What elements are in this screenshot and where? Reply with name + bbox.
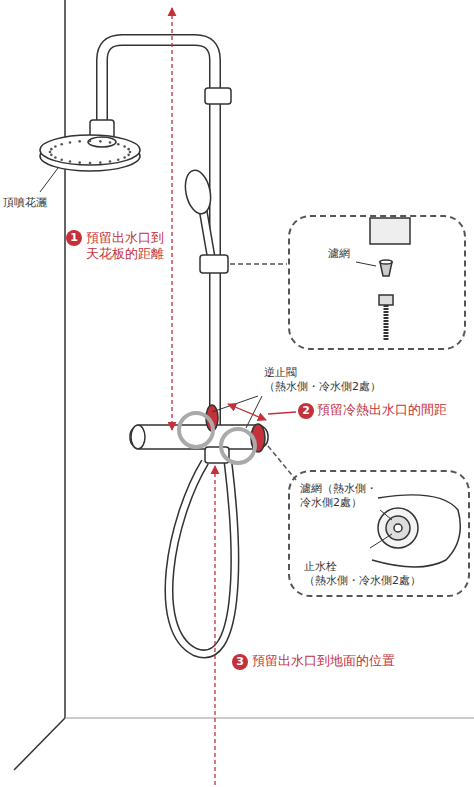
inset-callout: 濾網 bbox=[288, 215, 466, 350]
filter-inset-art bbox=[370, 218, 410, 340]
spray-hole bbox=[78, 161, 81, 164]
callout-number: 1 bbox=[66, 230, 82, 246]
spray-hole bbox=[99, 140, 102, 143]
spray-hole bbox=[109, 141, 112, 144]
spray-hole bbox=[60, 143, 63, 146]
part-name: 濾網 bbox=[328, 247, 350, 261]
callout-number-line: 1 bbox=[66, 230, 82, 246]
callout-number: 2 bbox=[298, 403, 314, 419]
dimension-note-line: 預留出水口到 bbox=[86, 230, 164, 246]
leader-line bbox=[212, 396, 258, 412]
spray-hole bbox=[129, 151, 132, 154]
dimension-note-line: 預留出水口到地面的位置 bbox=[252, 653, 395, 669]
part-name-line: 冷水側2處） bbox=[300, 496, 377, 510]
dimension-note-line: 天花板的距離 bbox=[86, 246, 164, 262]
part-name-line: 頂噴花灑 bbox=[3, 196, 47, 210]
spray-hole bbox=[60, 158, 63, 161]
spray-holes bbox=[49, 140, 132, 165]
dimension-note-line: 預留冷熱出水口的間距 bbox=[317, 402, 447, 418]
valve-inset-art bbox=[372, 495, 460, 567]
spray-hole bbox=[69, 141, 72, 144]
part-name-line: （熱水側・冷水側2處） bbox=[264, 380, 381, 394]
inset-leader bbox=[268, 446, 296, 480]
callout-number-line: 3 bbox=[232, 654, 248, 670]
dimension-note: 預留冷熱出水口的間距 bbox=[317, 402, 447, 418]
spray-hole bbox=[117, 158, 120, 161]
spray-hole bbox=[78, 140, 81, 143]
leader-line bbox=[380, 510, 392, 520]
spray-hole bbox=[54, 145, 57, 148]
wall bbox=[14, 0, 474, 770]
part-name-line: 濾網（熱水側・ bbox=[300, 482, 377, 496]
hose bbox=[169, 462, 235, 654]
part-name: 逆止閥 （熱水側・冷水側2處） bbox=[264, 366, 381, 394]
thermostatic-mixer bbox=[130, 405, 268, 463]
dimension-line bbox=[172, 8, 296, 787]
spray-hole bbox=[50, 154, 53, 157]
spray-hole bbox=[69, 160, 72, 163]
rain-shower-head bbox=[40, 120, 140, 171]
callout-number: 3 bbox=[232, 654, 248, 670]
leader-line bbox=[370, 534, 392, 548]
part-name: 止水栓 （熱水側・冷水側2處） bbox=[304, 560, 421, 588]
dimension-note: 預留出水口到 天花板的距離 bbox=[86, 230, 164, 263]
hand-shower bbox=[182, 168, 228, 273]
spray-hole bbox=[109, 160, 112, 163]
callout-number-line: 2 bbox=[298, 403, 314, 419]
spray-hole bbox=[127, 154, 130, 157]
check-valve-highlight bbox=[179, 413, 255, 463]
spray-hole bbox=[127, 148, 130, 151]
spray-hole bbox=[117, 143, 120, 146]
spray-hole bbox=[49, 151, 52, 154]
spray-hole bbox=[99, 161, 102, 164]
part-name: 頂噴花灑 bbox=[3, 196, 47, 210]
leader-line bbox=[40, 168, 58, 192]
inset-leader bbox=[230, 263, 287, 265]
spray-hole bbox=[50, 148, 53, 151]
part-name-line: （熱水側・冷水側2處） bbox=[304, 574, 421, 588]
leader-line bbox=[356, 262, 376, 266]
spray-hole bbox=[54, 156, 57, 159]
part-name-line: 逆止閥 bbox=[264, 366, 381, 380]
spray-hole bbox=[89, 140, 92, 143]
spray-hole bbox=[123, 145, 126, 148]
spray-hole bbox=[89, 162, 92, 165]
part-name: 濾網（熱水側・ 冷水側2處） bbox=[300, 482, 377, 510]
wall-bracket bbox=[205, 88, 231, 104]
dimension-note: 預留出水口到地面的位置 bbox=[252, 653, 395, 669]
part-name-line: 濾網 bbox=[328, 247, 350, 261]
inset-callout: 濾網（熱水側・ 冷水側2處） 止水栓 （熱水側・冷水側2處） bbox=[288, 470, 470, 597]
part-name-line: 止水栓 bbox=[304, 560, 421, 574]
spray-hole bbox=[123, 156, 126, 159]
